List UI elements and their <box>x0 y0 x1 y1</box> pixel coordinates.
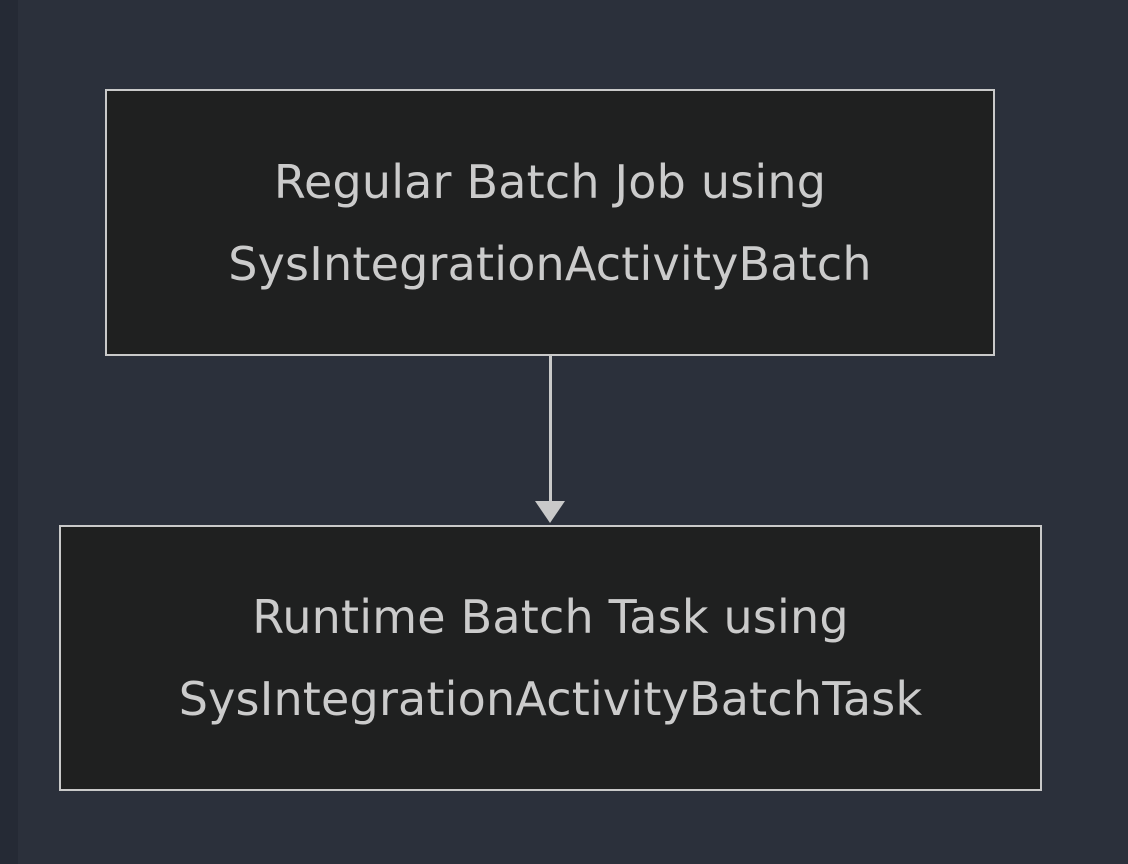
node-runtime-batch-task-line-2: SysIntegrationActivityBatchTask <box>178 672 923 726</box>
node-regular-batch-job[interactable]: Regular Batch Job using SysIntegrationAc… <box>105 89 995 356</box>
node-regular-batch-job-line-2: SysIntegrationActivityBatch <box>228 236 872 291</box>
node-runtime-batch-task-line-1: Runtime Batch Task using <box>252 590 849 644</box>
left-gutter-strip <box>0 0 18 864</box>
edge-shaft-line <box>549 356 552 502</box>
node-runtime-batch-task[interactable]: Runtime Batch Task using SysIntegrationA… <box>59 525 1042 791</box>
arrow-down-icon <box>535 501 565 523</box>
node-regular-batch-job-line-1: Regular Batch Job using <box>273 154 827 209</box>
